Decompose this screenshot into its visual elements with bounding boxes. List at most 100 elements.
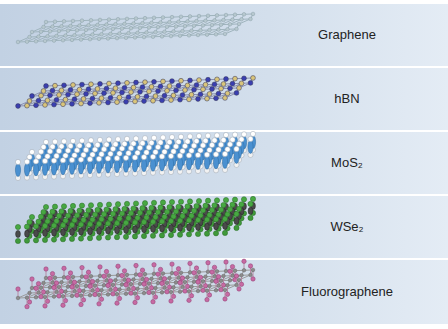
atom bbox=[222, 216, 227, 221]
atom bbox=[186, 153, 191, 158]
atom bbox=[102, 91, 107, 96]
atom bbox=[214, 33, 218, 37]
atom bbox=[204, 19, 208, 23]
atom bbox=[132, 278, 136, 282]
atom bbox=[233, 269, 237, 273]
atom bbox=[36, 154, 41, 159]
atom bbox=[198, 92, 203, 97]
atom bbox=[185, 284, 189, 288]
atom bbox=[195, 157, 200, 170]
atom bbox=[27, 300, 31, 304]
atom bbox=[88, 138, 93, 143]
atom bbox=[50, 271, 54, 275]
atom bbox=[89, 82, 94, 87]
atom bbox=[196, 223, 201, 230]
atom bbox=[52, 295, 56, 299]
atom bbox=[187, 290, 191, 294]
atom bbox=[33, 159, 38, 164]
atom bbox=[145, 31, 149, 35]
atom bbox=[132, 220, 137, 225]
atom bbox=[155, 210, 160, 215]
atom bbox=[181, 29, 185, 33]
atom bbox=[170, 79, 175, 84]
atom bbox=[95, 142, 100, 147]
atom bbox=[71, 19, 75, 23]
atom bbox=[208, 284, 212, 288]
atom bbox=[30, 94, 35, 99]
atom bbox=[87, 222, 92, 227]
atom bbox=[161, 272, 165, 276]
atom bbox=[116, 264, 120, 268]
atom bbox=[234, 146, 239, 151]
atom bbox=[42, 237, 47, 242]
atom bbox=[144, 277, 148, 281]
atom bbox=[83, 212, 88, 217]
atom bbox=[210, 279, 214, 283]
atom bbox=[197, 270, 201, 274]
atom bbox=[142, 282, 146, 286]
band-fill bbox=[0, 132, 448, 194]
atom bbox=[183, 24, 187, 28]
atom bbox=[169, 299, 173, 303]
atom bbox=[55, 34, 59, 38]
atom bbox=[222, 18, 226, 22]
atom bbox=[115, 100, 120, 105]
atom bbox=[131, 206, 136, 211]
atom bbox=[114, 156, 119, 161]
atom bbox=[180, 93, 185, 98]
atom bbox=[209, 142, 214, 147]
atom bbox=[16, 104, 21, 109]
atom bbox=[133, 136, 138, 141]
atom bbox=[41, 290, 45, 294]
atom bbox=[215, 14, 219, 18]
atom bbox=[43, 295, 47, 299]
atom bbox=[79, 294, 83, 298]
atom bbox=[169, 200, 174, 205]
atom bbox=[217, 284, 221, 288]
atom bbox=[206, 270, 210, 274]
atom bbox=[118, 288, 122, 292]
atom bbox=[140, 206, 145, 211]
atom bbox=[83, 147, 88, 152]
atom bbox=[207, 293, 211, 297]
atom bbox=[196, 33, 200, 37]
atom bbox=[38, 149, 43, 154]
atom bbox=[135, 94, 140, 99]
atom bbox=[134, 273, 138, 277]
atom bbox=[42, 162, 47, 175]
atom bbox=[30, 30, 34, 34]
atom bbox=[24, 224, 29, 229]
atom bbox=[131, 141, 136, 146]
atom bbox=[68, 208, 73, 213]
atom bbox=[176, 267, 180, 271]
atom bbox=[59, 209, 64, 214]
atom bbox=[224, 260, 228, 264]
atom bbox=[97, 293, 101, 297]
atom bbox=[61, 102, 66, 107]
atom bbox=[57, 285, 61, 289]
atom bbox=[228, 279, 232, 283]
fluorographene-sheet bbox=[16, 259, 255, 309]
atom bbox=[251, 76, 256, 81]
atom bbox=[242, 259, 246, 263]
atom bbox=[125, 80, 130, 85]
atom bbox=[51, 281, 55, 285]
atom bbox=[140, 268, 144, 272]
atom bbox=[50, 88, 55, 93]
atom bbox=[33, 238, 38, 243]
atom bbox=[128, 211, 133, 216]
atom bbox=[219, 287, 223, 291]
atom bbox=[142, 35, 146, 39]
atom bbox=[205, 133, 210, 138]
atom bbox=[160, 200, 165, 205]
atom bbox=[146, 210, 151, 215]
atom bbox=[113, 287, 117, 291]
atom bbox=[159, 158, 164, 171]
atom bbox=[226, 284, 230, 288]
atom bbox=[78, 236, 83, 241]
atom bbox=[143, 16, 147, 20]
atom bbox=[104, 269, 108, 273]
atom bbox=[134, 17, 138, 21]
atom bbox=[240, 274, 244, 278]
atom bbox=[239, 202, 244, 207]
